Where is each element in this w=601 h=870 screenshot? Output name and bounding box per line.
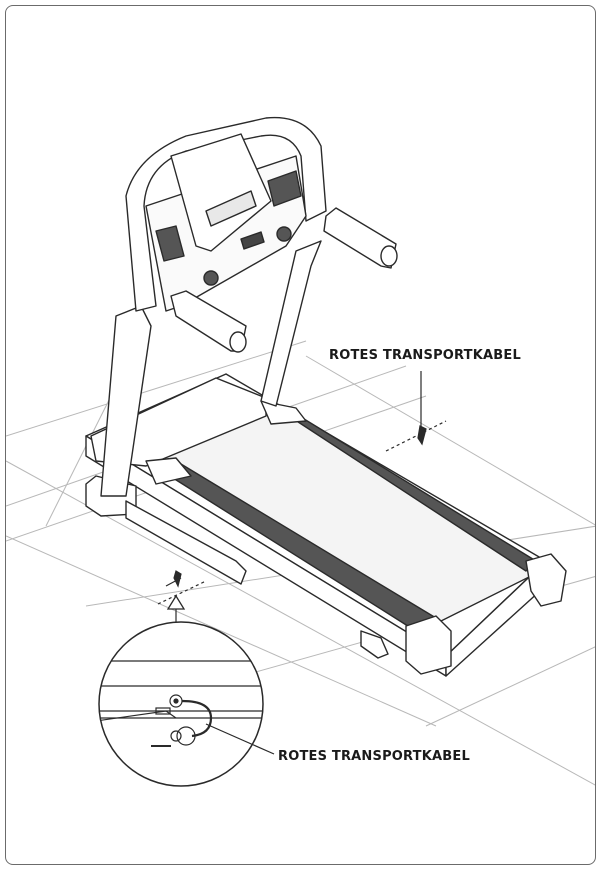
treadmill-illustration [6, 116, 595, 787]
bottom-cable-label: ROTES TRANSPORTKABEL [278, 749, 470, 764]
diagram-frame: ROTES TRANSPORTKABEL ROTES TRANSPORTKABE… [5, 5, 596, 865]
treadmill-body [85, 116, 567, 677]
cable-hardware [157, 371, 447, 606]
top-cable-label: ROTES TRANSPORTKABEL [329, 348, 521, 363]
detail-magnifier [98, 621, 275, 787]
